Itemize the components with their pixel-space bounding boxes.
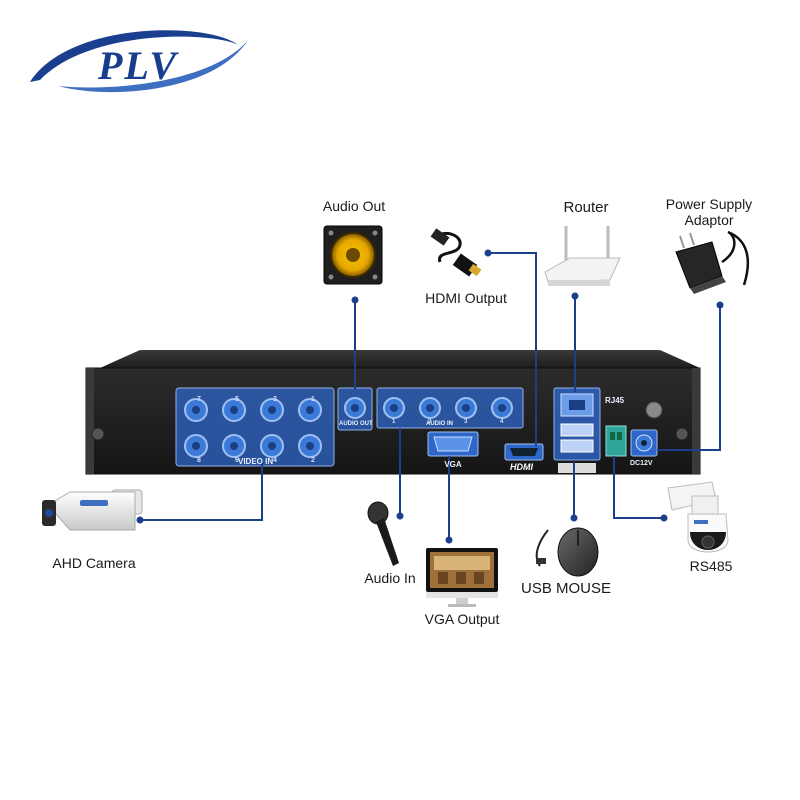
audio-number-4: 4 [500, 419, 504, 425]
router-label: Router [563, 199, 609, 216]
speaker-icon [323, 225, 383, 285]
vga-output-label: VGA Output [424, 611, 500, 627]
power-supply-line1: Power Supply [665, 196, 753, 212]
usb-mouse-icon [535, 527, 599, 577]
ahd-camera-icon [42, 489, 143, 531]
usb-mouse-label: USB MOUSE [520, 580, 612, 597]
audio-out-label: Audio Out [322, 198, 386, 214]
video-in-label: VIDEO IN [238, 457, 274, 466]
ahd-camera-label: AHD Camera [52, 555, 136, 571]
video-number-7: 7 [197, 396, 201, 403]
hdmi-panel-label: HDMI [510, 462, 533, 472]
video-number-3: 3 [273, 396, 277, 403]
audio-number-1: 1 [392, 419, 396, 425]
dc-power-port [630, 401, 663, 457]
audio-in-label: Audio In [364, 570, 416, 586]
vga-panel-label: VGA [444, 460, 462, 469]
connection-dots [136, 249, 724, 544]
hdmi-cable-icon [430, 228, 482, 277]
rs485-label: RS485 [689, 558, 733, 574]
connection-lines [140, 252, 721, 540]
hdmi-output-label: HDMI Output [425, 290, 507, 306]
microphone-icon [367, 501, 399, 566]
video-number-6: 6 [235, 457, 239, 464]
logo-text: PLV [98, 43, 179, 88]
video-number-8: 8 [197, 457, 201, 464]
video-number-5: 5 [235, 396, 239, 403]
video-number-1: 1 [311, 396, 315, 403]
video-number-4: 4 [273, 457, 277, 464]
video-number-2: 2 [311, 457, 315, 464]
ptz-camera-icon [667, 481, 729, 553]
vga-port [427, 431, 479, 457]
audio-out-panel-label: AUDIO OUT [339, 421, 373, 427]
logo-swoosh [30, 30, 248, 93]
audio-number-2: 2 [428, 419, 432, 425]
hdmi-port [504, 443, 544, 461]
power-supply-line2: Adaptor [684, 212, 734, 228]
power-adaptor-icon [675, 230, 750, 294]
dc12v-panel-label: DC12V [630, 460, 653, 467]
audio-in-panel-label: AUDIO IN [426, 421, 453, 427]
audio-out-port [337, 387, 373, 431]
audio-number-3: 3 [464, 419, 468, 425]
rj45-panel-label: RJ45 [605, 396, 625, 405]
power-supply-label: Power Supply Adaptor [666, 196, 752, 228]
monitor-icon [426, 548, 498, 607]
router-icon [544, 226, 621, 286]
audio-in-ports [376, 387, 524, 429]
video-in-ports [175, 387, 335, 467]
rj45-usb-ports [553, 387, 601, 473]
rs485-terminal [605, 425, 627, 457]
